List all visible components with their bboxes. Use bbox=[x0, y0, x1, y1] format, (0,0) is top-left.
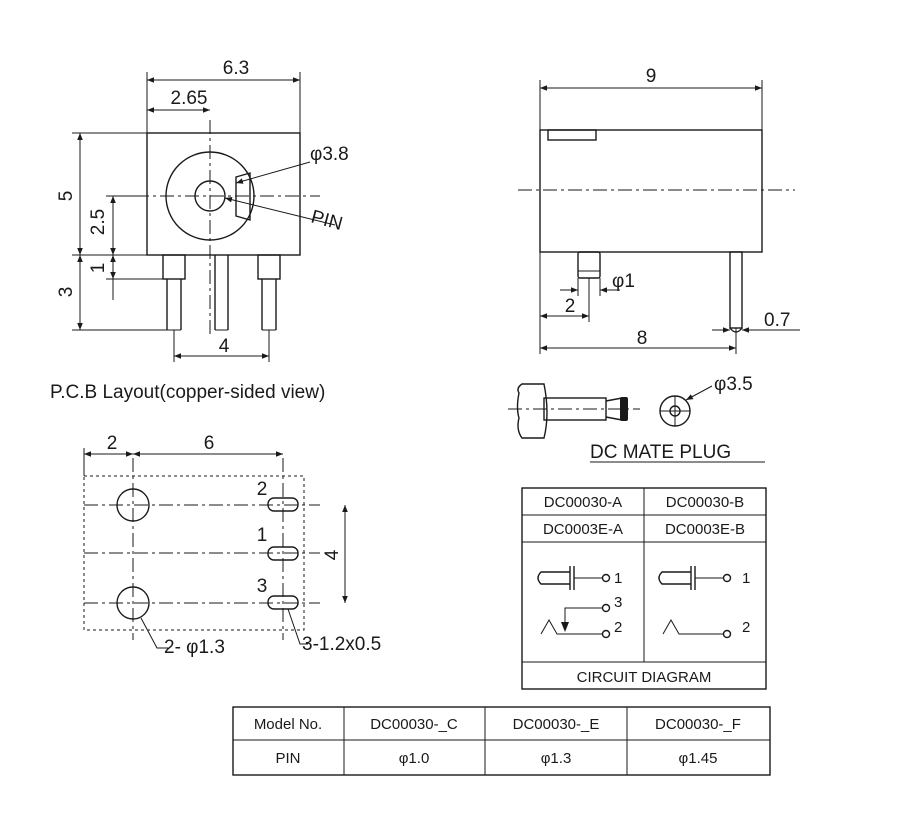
dim-pin-pos: 2 bbox=[565, 296, 576, 317]
pin-table-header-0: Model No. bbox=[254, 716, 322, 733]
dim-center-y: 2.5 bbox=[88, 209, 109, 235]
circuit-b-pin2: 2 bbox=[742, 619, 750, 636]
jack-body-front bbox=[146, 132, 301, 256]
front-view: 6.3 2.65 φ3.8 PIN 5 2.5 1 3 4 bbox=[56, 58, 349, 362]
pin-label: PIN bbox=[309, 207, 345, 235]
plug-dim-dia: φ3.5 bbox=[714, 374, 753, 395]
dim-pin-dia: φ1 bbox=[612, 271, 635, 292]
pin-table-header-3: DC00030-_F bbox=[655, 716, 741, 733]
circuit-a-pin3: 3 bbox=[614, 594, 622, 611]
pin-table-header-2: DC00030-_E bbox=[513, 716, 600, 733]
plug-title: DC MATE PLUG bbox=[590, 442, 731, 463]
pin-table: Model No. DC00030-_C DC00030-_E DC00030-… bbox=[232, 706, 771, 776]
pcb-slot-note: 3-1.2x0.5 bbox=[302, 634, 381, 655]
dim-length: 9 bbox=[646, 66, 657, 87]
mount-hole-bottom bbox=[116, 586, 150, 620]
pcb-hole-note: 2- φ1.3 bbox=[164, 637, 225, 658]
circuit-b-pin1: 1 bbox=[742, 570, 750, 587]
circuit-a-pin1: 1 bbox=[614, 570, 622, 587]
mount-hole-top bbox=[116, 488, 150, 522]
side-rear-pin bbox=[729, 251, 743, 329]
circuit-a-pin2: 2 bbox=[614, 619, 622, 636]
dim-center-x: 2.65 bbox=[171, 88, 208, 109]
dc-mate-plug: φ3.5 DC MATE PLUG bbox=[508, 374, 765, 463]
pcb-dim-height: 4 bbox=[322, 549, 343, 560]
pcb-dim-right: 6 bbox=[204, 433, 215, 454]
front-pins bbox=[162, 254, 281, 331]
pad-3 bbox=[267, 595, 299, 610]
pad-1-label: 1 bbox=[257, 525, 268, 546]
pin-table-value-0: φ1.0 bbox=[399, 750, 430, 767]
dim-pin-offset: 1 bbox=[88, 263, 109, 274]
plug-tip bbox=[620, 397, 628, 421]
pad-2-label: 2 bbox=[257, 479, 268, 500]
model-b2: DC0003E-B bbox=[665, 521, 745, 538]
side-front-pin bbox=[577, 251, 601, 279]
circuit-caption: CIRCUIT DIAGRAM bbox=[577, 669, 712, 686]
dim-height: 5 bbox=[56, 191, 77, 202]
dim-rear-pin-dia: 0.7 bbox=[764, 310, 790, 331]
model-a1: DC00030-A bbox=[544, 494, 622, 511]
dim-width: 6.3 bbox=[223, 58, 249, 79]
dim-hole-dia: φ3.8 bbox=[310, 144, 349, 165]
pad-2 bbox=[267, 497, 299, 512]
side-view: 9 2 φ1 8 0.7 bbox=[518, 66, 800, 354]
model-a2: DC0003E-A bbox=[543, 521, 623, 538]
pin-table-value-2: φ1.45 bbox=[679, 750, 718, 767]
pcb-dim-left: 2 bbox=[107, 433, 118, 454]
dim-pin-span: 4 bbox=[219, 336, 230, 357]
pin-table-row-label: PIN bbox=[275, 750, 300, 767]
pcb-layout-title: P.C.B Layout(copper-sided view) bbox=[50, 382, 325, 403]
pin-table-header-1: DC00030-_C bbox=[370, 716, 458, 733]
pad-3-label: 3 bbox=[257, 576, 268, 597]
circuit-b-symbol: 1 2 bbox=[658, 566, 750, 639]
circuit-a-symbol: 1 3 2 bbox=[537, 566, 622, 639]
spring-contact bbox=[235, 172, 251, 221]
pin-table-value-1: φ1.3 bbox=[541, 750, 572, 767]
pcb-layout: 2 1 3 2 6 4 2- φ1.3 3-1.2x0.5 bbox=[83, 433, 381, 658]
dim-rear-pin: 8 bbox=[637, 328, 648, 349]
model-b1: DC00030-B bbox=[666, 494, 744, 511]
pad-1 bbox=[267, 546, 299, 561]
jack-body-side bbox=[539, 129, 763, 253]
circuit-diagram-table: DC00030-A DC00030-B DC0003E-A DC0003E-B … bbox=[521, 487, 767, 690]
dim-pin-length: 3 bbox=[56, 287, 77, 298]
